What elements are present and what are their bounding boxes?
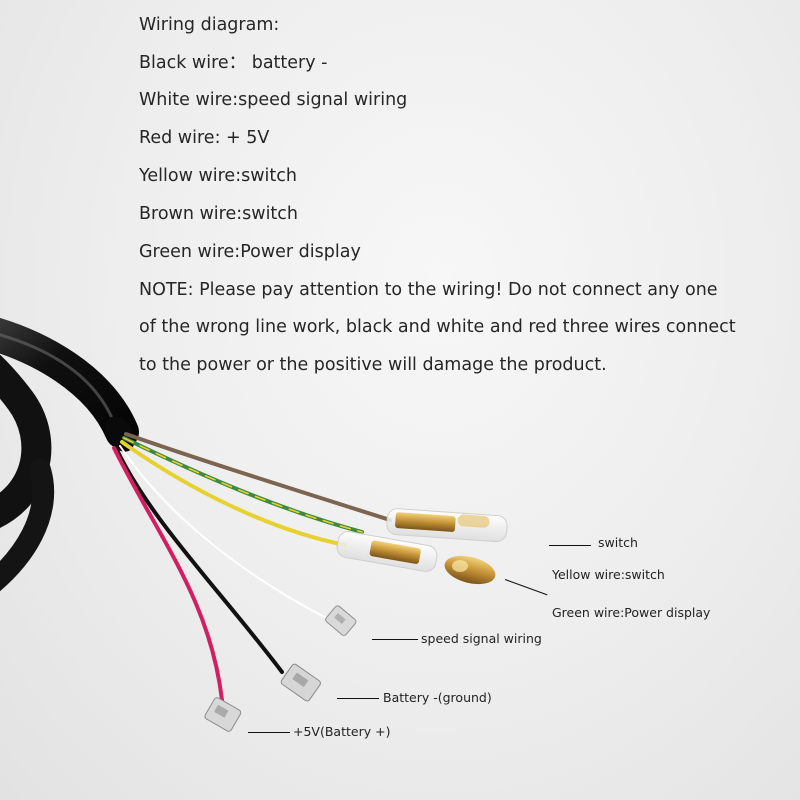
note-line-2: of the wrong line work, black and white …: [139, 317, 736, 337]
black-wire: [114, 446, 284, 674]
bullet-connectors: [336, 508, 508, 585]
wiring-title: Wiring diagram:: [139, 15, 280, 35]
yellow-wire-text: Yellow wire:switch: [139, 166, 297, 186]
green-wire-text: Green wire:Power display: [139, 242, 361, 262]
yellow-wire-callout: Yellow wire:switch: [552, 567, 665, 582]
battery-minus-callout: Battery -(ground): [383, 690, 492, 705]
brown-wire-text: Brown wire:switch: [139, 204, 299, 224]
white-wire-text: White wire:speed signal wiring: [139, 90, 408, 110]
red-wire: [112, 446, 224, 702]
note-line-1: NOTE: Please pay attention to the wiring…: [139, 280, 718, 300]
battery-minus-leader-line: [337, 698, 379, 699]
red-wire-text: Red wire: + 5V: [139, 128, 270, 148]
speed-signal-callout: speed signal wiring: [421, 631, 542, 646]
battery-plus-callout: +5V(Battery +): [293, 724, 391, 739]
white-wire: [119, 445, 341, 626]
switch-leader-line: [549, 545, 591, 546]
yellow-wire: [120, 440, 347, 547]
terminals: [204, 605, 357, 732]
battery-plus-leader-line: [248, 732, 290, 733]
green-wire-callout: Green wire:Power display: [552, 605, 711, 620]
brown-wire: [124, 432, 392, 522]
black-wire-text: Black wire： battery -: [139, 53, 328, 73]
coiled-cable: [0, 317, 139, 592]
switch-callout: switch: [598, 535, 638, 550]
note-line-3: to the power or the positive will damage…: [139, 355, 607, 375]
wires: [112, 432, 392, 702]
speed-leader-line: [372, 639, 418, 640]
